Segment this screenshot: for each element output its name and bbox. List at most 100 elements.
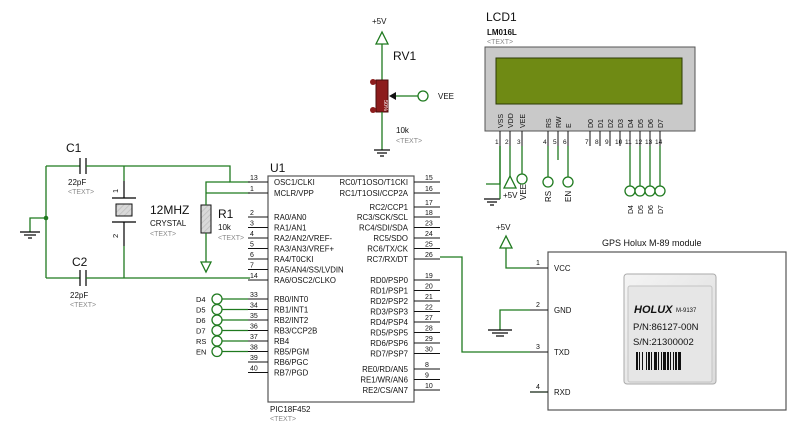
lcd-pin-number: 11 [625,139,632,146]
mcu-pin-label: RD0/PSP0 [370,276,408,285]
gps-model: M-9137 [676,308,697,314]
mcu-pin-number: 33 [250,292,258,299]
mcu-pin-label: RE0/RD/AN5 [362,365,409,374]
oscillator-circuit: C1 22pF <TEXT> C2 22pF <TEXT> 1 2 12MHZ … [20,141,250,309]
gps-pin-number: 1 [536,260,540,267]
r1-name: R1 [218,207,234,221]
lcd-pin-number: 3 [517,139,521,146]
mcu-pin-number: 19 [425,273,433,280]
lcd-data-terminal [634,185,646,197]
crystal-pin1: 1 [111,189,120,193]
mcu-pin-number: 36 [250,324,258,331]
c1-text: <TEXT> [68,189,94,196]
c2-name: C2 [72,255,88,269]
mcu-pin-label: RB1/INT1 [274,306,308,315]
portb-net-label: D5 [196,306,206,315]
mcu-pin-number: 9 [425,373,429,380]
mcu-pin-label: RC1/T1OSI/CCP2A [340,189,409,198]
c1-name: C1 [66,141,82,155]
mcu-pin-number: 6 [250,252,254,259]
mcu-pin-label: RA1/AN1 [274,224,307,233]
gps-pin-label: RXD [554,388,571,397]
c2-text: <TEXT> [70,302,96,309]
mcu-pin-number: 27 [425,315,433,322]
mcu-pin-label: RB5/PGM [274,348,309,357]
lcd-pin-number: 9 [605,139,609,146]
portb-terminal [211,335,223,347]
rv1-supply-label: +5V [372,17,387,26]
mcu-pin-label: RC3/SCK/SCL [357,213,409,222]
crystal-freq: 12MHZ [150,203,189,217]
gps-pin-number: 4 [536,384,540,391]
gps-module: GPS Holux M-89 module +5V 1VCC2GND3TXD4R… [488,223,787,411]
lcd-pin-label: D4 [628,119,635,128]
gps-pin-label: TXD [554,348,570,357]
lcd1: LCD1 LM016L <TEXT> VSS1VDD2VEE3RS4RW5E6D… [484,10,696,214]
lcd-en-label: EN [564,191,573,202]
lcd-pin-label: VSS [498,114,505,128]
mcu-pin-label: RD4/PSP4 [370,318,408,327]
mcu-pin-number: 34 [250,303,258,310]
gps-pin-number: 3 [536,344,540,351]
gps-pn: P/N:86127-00N [633,322,699,333]
lcd-pin-label: VDD [508,113,515,128]
mcu-pin-label: OSC1/CLKI [274,178,315,187]
mcu-pin-label: RB3/CCP2B [274,327,317,336]
mcu-pin-number: 18 [425,210,433,217]
mcu-pin-number: 17 [425,200,433,207]
crystal-text: <TEXT> [150,231,176,238]
lcd-pin-label: D6 [648,119,655,128]
lcd-pin-label: D7 [658,119,665,128]
lcd-pin-label: RS [546,118,553,128]
mcu-pin-number: 21 [425,294,433,301]
mcu-pin-number: 28 [425,326,433,333]
portb-terminal [211,303,223,316]
lcd-pin-label: VEE [520,114,527,128]
lcd-data-label: D7 [658,205,665,214]
rv1-text: <TEXT> [396,138,422,145]
portb-terminal [211,324,223,337]
lcd-pin-label: D1 [598,119,605,128]
gps-sn: S/N:21300002 [633,337,694,348]
lcd-pin-number: 10 [615,139,623,146]
gps-pin-label: VCC [554,264,571,273]
lcd-data-terminal [654,185,666,197]
mcu-pin-label: RB2/INT2 [274,316,308,325]
lcd-pin-number: 1 [495,139,499,146]
mcu-pin-label: RC7/RX/DT [367,255,408,264]
mcu-pin-number: 1 [250,186,254,193]
mcu-pin-label: RC2/CCP1 [369,203,408,212]
lcd-pin-label: D0 [588,119,595,128]
lcd-data-label: D6 [648,205,655,214]
c1-value: 22pF [68,178,86,187]
lcd-data-label: D4 [628,205,635,214]
mcu-pin-number: 22 [425,305,433,312]
r1-body [200,204,212,234]
lcd-text: <TEXT> [487,39,513,46]
lcd-data-terminal [644,185,656,197]
mcu-pin-label: RD6/PSP6 [370,339,408,348]
mcu-pin-number: 10 [425,383,433,390]
mcu-pin-label: RD7/PSP7 [370,350,408,359]
c2-value: 22pF [70,291,88,300]
mcu-body [267,175,415,403]
gps-barcode [636,352,681,370]
mcu-pin-label: RB4 [274,337,290,346]
mcu-pin-number: 26 [425,252,433,259]
mcu-pin-label: RD5/PSP5 [370,329,408,338]
mcu-pin-number: 3 [250,221,254,228]
lcd-pin-number: 6 [563,139,567,146]
portb-terminal [211,314,223,326]
mcu-pin-number: 38 [250,345,258,352]
lcd-pin-label: RW [556,116,563,128]
mcu-pin-number: 16 [425,186,433,193]
rv1-name: RV1 [393,49,416,63]
gps-pin-number: 2 [536,302,540,309]
mcu-pin-label: RA3/AN3/VREF+ [274,245,334,254]
lcd-pin-label: E [566,123,573,128]
mcu-pin-label: RC6/TX/CK [367,245,409,254]
mcu-pin-number: 8 [425,362,429,369]
mcu-pin-label: RD1/PSP1 [370,287,408,296]
mcu-pin-number: 25 [425,242,433,249]
